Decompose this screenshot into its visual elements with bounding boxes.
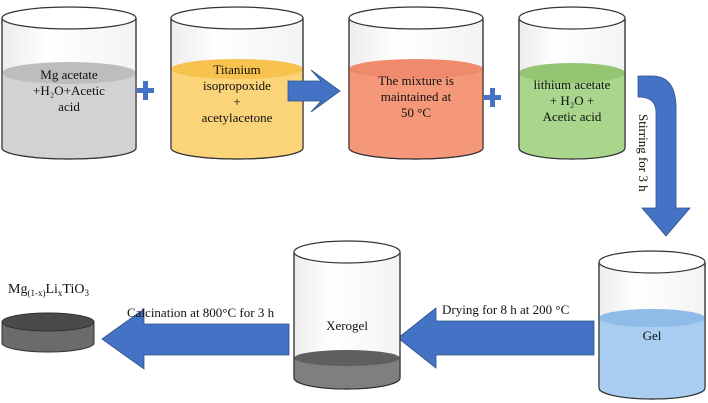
stirring-label: Stirring for 3 h <box>636 114 651 192</box>
mixture-label: The mixture is maintained at 50 °C <box>378 73 454 120</box>
liquid-gel <box>599 318 705 399</box>
liquid-mg <box>2 73 136 159</box>
plus-icon <box>484 88 501 107</box>
product-formula: Mg(1-x)LixTiO3 <box>8 282 89 298</box>
gel-label: Gel <box>642 328 662 343</box>
beaker-lithium-acetate <box>518 6 626 160</box>
arrow-left-icon <box>101 308 290 370</box>
titanium-label: Titanium isopropoxide + acetylacetone <box>201 62 273 125</box>
beaker-mixture <box>348 6 484 160</box>
beaker-titanium <box>170 6 304 160</box>
xerogel-label: Xerogel <box>326 318 368 333</box>
arrow-right-icon <box>287 69 341 113</box>
beaker-mg-acetate <box>1 6 137 160</box>
beaker-xerogel <box>293 240 401 390</box>
lithium-acetate-label: lithium acetate + H₂O + Acetic acid <box>533 77 611 124</box>
plus-icon <box>137 81 154 100</box>
liquid-li <box>519 73 625 159</box>
mg-acetate-label: Mg acetate +H₂O+Acetic acid <box>33 67 105 114</box>
liquid-mix <box>349 69 483 159</box>
beaker-gel <box>598 250 706 400</box>
solid-xerogel <box>294 358 400 389</box>
arrow-left-icon <box>397 307 595 369</box>
liquid-ti <box>171 69 303 159</box>
curved-arrow-down-icon <box>637 75 691 237</box>
drying-label: Drying for 8 h at 200 °C <box>442 302 570 317</box>
product-pellet <box>1 312 95 353</box>
calcination-label: Calcination at 800°C for 3 h <box>127 305 275 320</box>
